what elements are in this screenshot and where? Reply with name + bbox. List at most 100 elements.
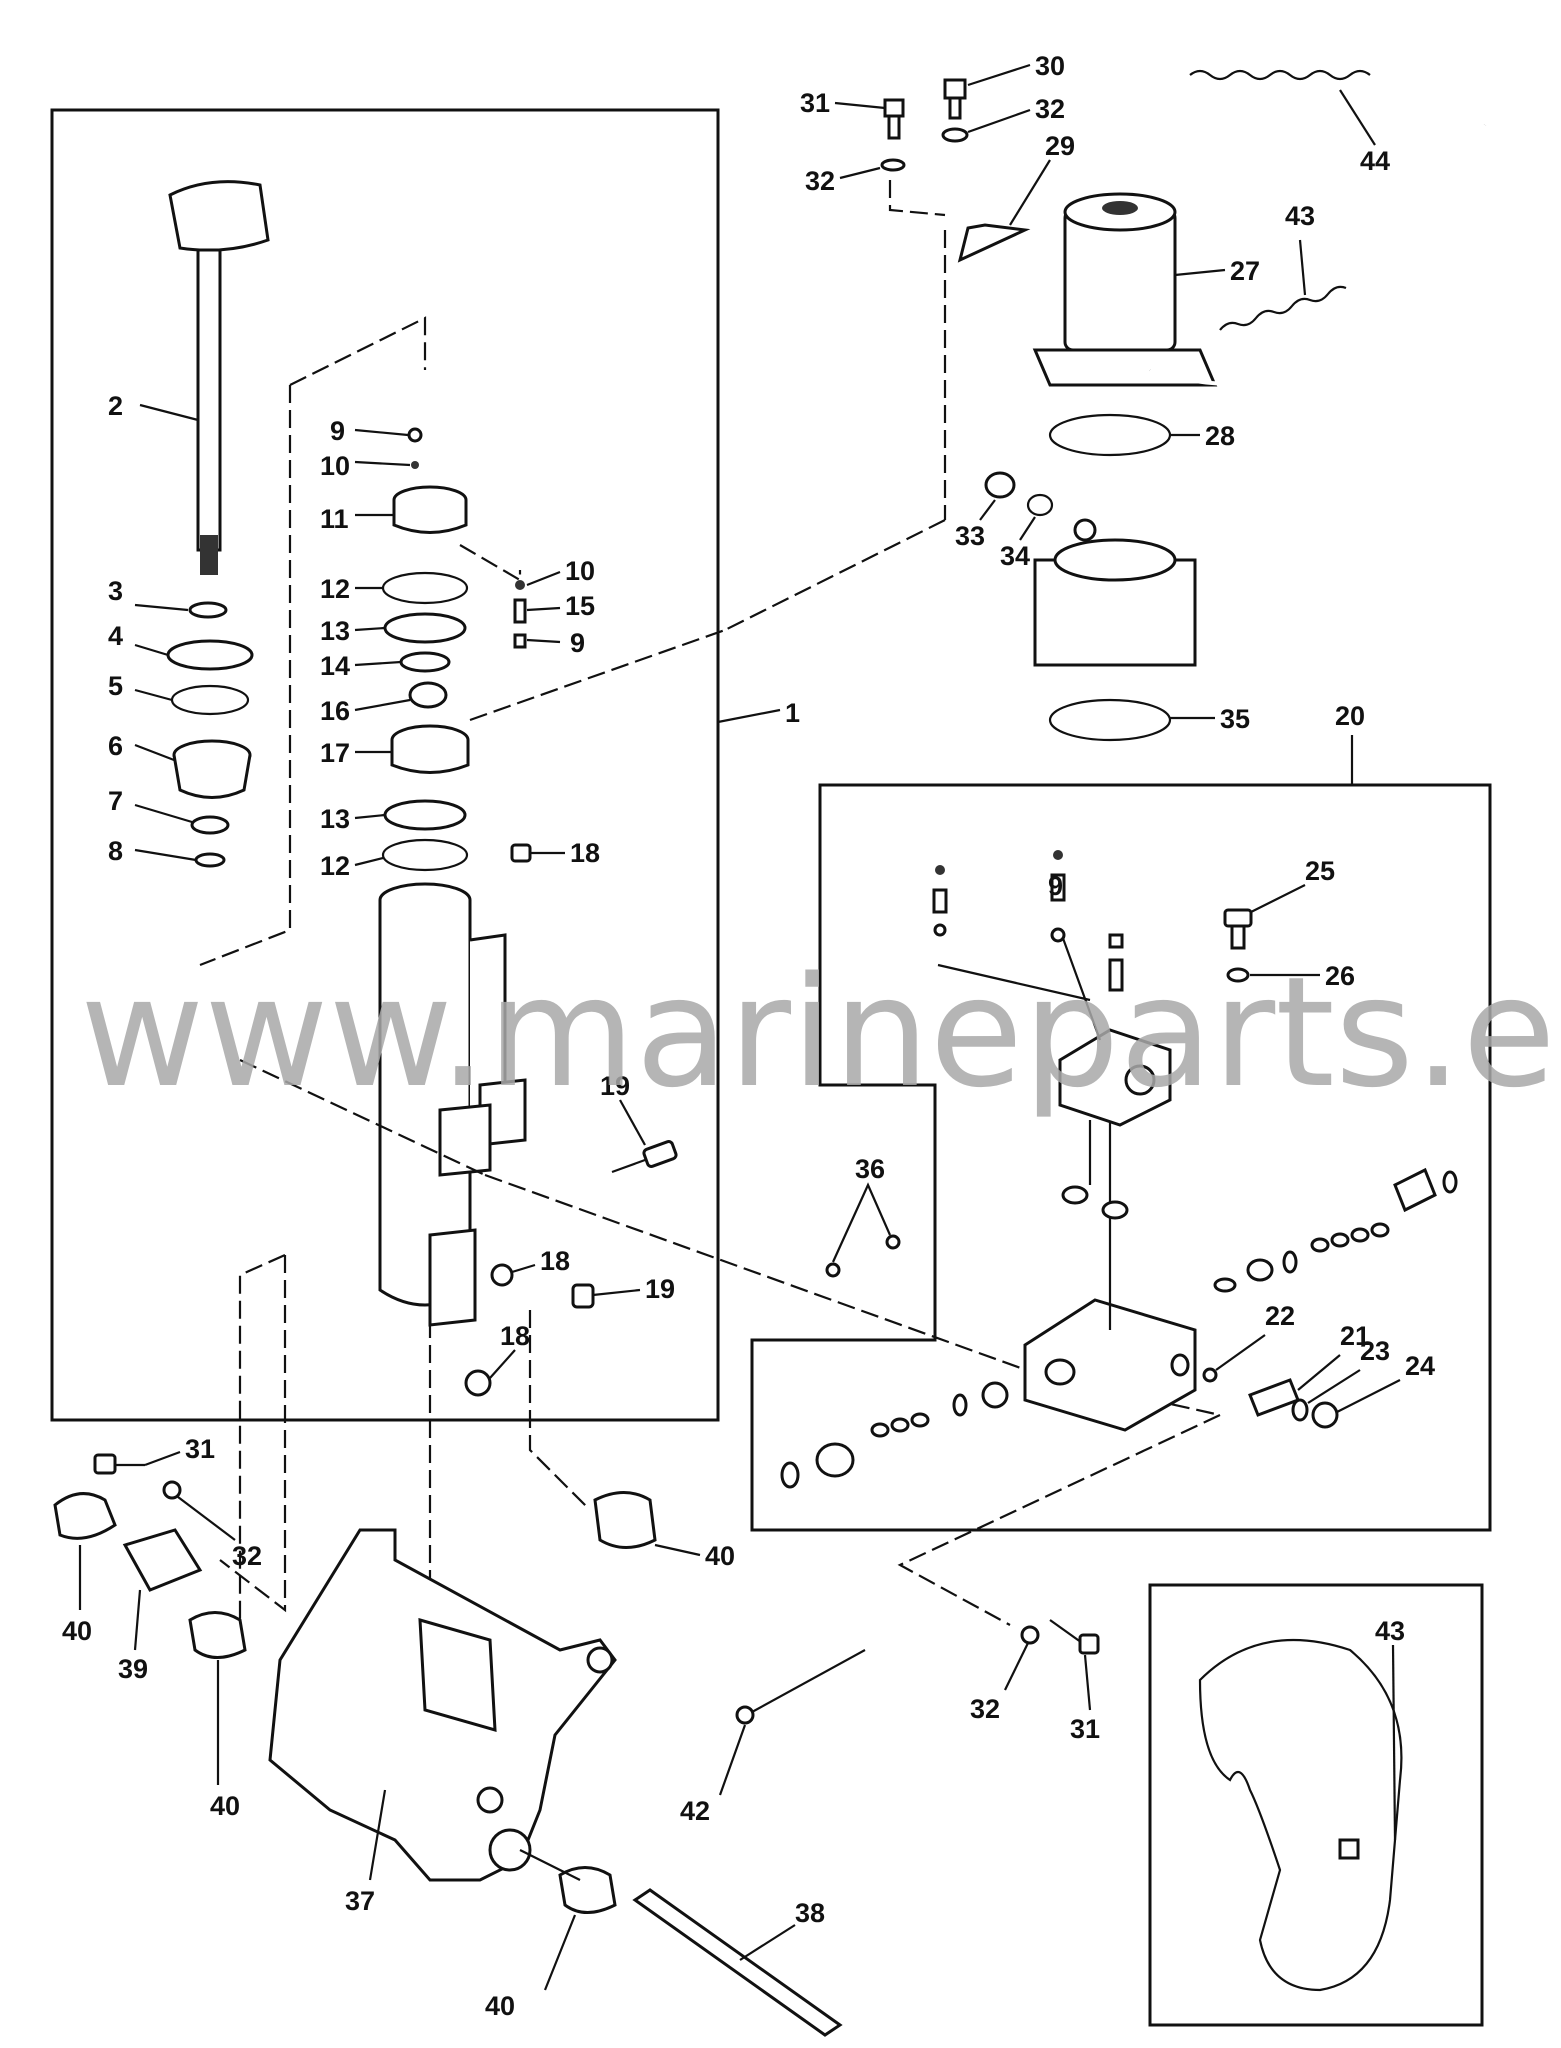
seal-13-top [383, 612, 467, 644]
leader-9-top [354, 428, 409, 437]
o-ring-36b [885, 1234, 901, 1250]
bolt-31-right [1049, 1619, 1100, 1655]
callout-40-b: 40 [210, 1791, 240, 1821]
leader-2 [139, 403, 199, 422]
seal-4 [166, 639, 254, 671]
leader-40-d [543, 1914, 577, 1991]
bolt-31-left [93, 1453, 145, 1475]
leader-38 [739, 1924, 796, 1961]
callout-43-inset: 43 [1375, 1616, 1405, 1646]
bracket-pin-axis [519, 1849, 581, 1881]
valve-stack-c [1108, 933, 1124, 992]
bracket-to-bushing-dash [528, 1310, 591, 1511]
nut-24 [1311, 1401, 1339, 1429]
bolt-19-upper [611, 1140, 678, 1174]
pin-10b [515, 580, 525, 590]
leader-10b [526, 570, 561, 587]
callout-23: 23 [1360, 1336, 1390, 1366]
callout-15: 15 [565, 591, 595, 621]
leader-8 [134, 848, 197, 862]
callout-9-top: 9 [330, 416, 345, 446]
o-ring-28 [1048, 413, 1172, 457]
callout-38: 38 [795, 1898, 825, 1928]
ring-a [1061, 1185, 1089, 1205]
leader-5 [134, 688, 173, 702]
leader-9c [526, 638, 561, 644]
callout-12-bottom: 12 [320, 851, 350, 881]
leader-13-top [354, 626, 386, 632]
ball-9b [513, 633, 527, 649]
watermark: www.marineparts.eu [80, 944, 1561, 1121]
fitting-left-b [780, 1442, 855, 1489]
leader-1 [717, 708, 781, 724]
callout-25: 25 [1305, 856, 1335, 886]
callout-32-right: 32 [970, 1694, 1000, 1724]
piston-11 [392, 485, 468, 534]
wire-harness-44 [1189, 69, 1371, 81]
reservoir-block [1033, 518, 1197, 667]
leader-31-right [1083, 1654, 1092, 1711]
leader-31-top [834, 101, 886, 110]
motor-27 [1032, 192, 1218, 387]
washer-32-bottom [162, 1480, 182, 1500]
callout-3: 3 [108, 576, 123, 606]
leader-23 [1307, 1369, 1361, 1404]
end-cap-6 [172, 739, 252, 799]
leader-32-left [839, 166, 881, 180]
washer-32-right [1020, 1625, 1040, 1645]
ring-8 [194, 852, 226, 868]
switch-to-cylinder-leader [724, 519, 946, 631]
callout-9-right: 9 [570, 628, 585, 658]
callout-21: 21 [1340, 1321, 1370, 1351]
washer-26 [1226, 967, 1250, 983]
bolt-19-lower [571, 1283, 595, 1309]
piston-rod-2 [168, 180, 270, 575]
washer-32-top [941, 127, 969, 143]
washer-32-left [880, 158, 906, 172]
manifold-assembly-frame [750, 783, 1492, 1532]
leader-12-bottom [354, 856, 384, 867]
cylinder-to-switch-leader [469, 628, 726, 722]
lower-frame-dash-2 [219, 1255, 287, 1613]
callout-10-top: 10 [320, 451, 350, 481]
leader-13-bottom [354, 813, 386, 820]
leader-36 [831, 1182, 892, 1263]
ball-9 [407, 427, 423, 443]
leader-4 [134, 643, 169, 657]
spring-right [1310, 1222, 1390, 1253]
inset-frame [1148, 1583, 1484, 2027]
leader-32-right [1004, 1642, 1029, 1691]
callout-42: 42 [680, 1796, 710, 1826]
leader-32-bottom [177, 1496, 236, 1541]
callout-32-left: 32 [805, 166, 835, 196]
fitting-right-mid [1213, 1250, 1298, 1293]
plug-16 [408, 681, 448, 709]
nut-18-mid [490, 1263, 514, 1287]
valve-stack-a [932, 865, 948, 937]
leader-27 [1174, 268, 1226, 277]
leader-3 [134, 603, 189, 612]
trim-cylinder-body [378, 882, 527, 1327]
leader-32-top [967, 108, 1031, 134]
fitting-left-a [952, 1381, 1009, 1417]
callout-31-left: 31 [185, 1434, 215, 1464]
callout-18-top: 18 [570, 838, 600, 868]
callout-14: 14 [320, 651, 350, 681]
callout-39: 39 [118, 1654, 148, 1684]
valve-stack-b [1050, 850, 1066, 943]
callout-36: 36 [855, 1154, 885, 1184]
wire-44-inner [1149, 124, 1487, 386]
valve-cover [1058, 1028, 1172, 1127]
manifold-block [1023, 1298, 1197, 1432]
o-ring-23 [1291, 1398, 1309, 1422]
callout-10-right: 10 [565, 556, 595, 586]
screw-30 [943, 78, 967, 120]
leader-42 [718, 1724, 747, 1796]
nut-18-low [464, 1369, 492, 1397]
callout-27: 27 [1230, 256, 1260, 286]
o-ring-36a [825, 1262, 841, 1278]
leader-37 [368, 1789, 387, 1881]
bushing-40-left-mid [188, 1611, 247, 1659]
ball-22 [1202, 1367, 1218, 1383]
